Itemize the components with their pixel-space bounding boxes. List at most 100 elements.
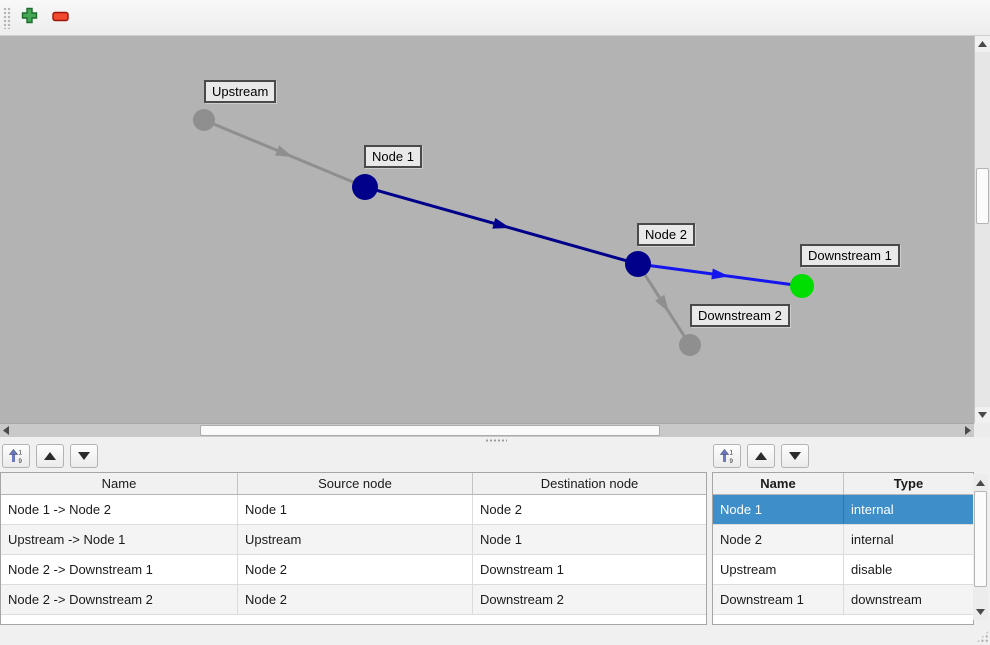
node-label[interactable]: Node 1	[364, 145, 422, 168]
graph-node[interactable]	[352, 174, 378, 200]
edge-arrow-icon	[275, 145, 293, 157]
empty-row	[713, 615, 973, 624]
table-cell[interactable]: Node 1 -> Node 2	[1, 495, 238, 524]
column-header[interactable]: Name	[1, 473, 238, 494]
remove-node-button[interactable]	[49, 8, 71, 28]
node-label[interactable]: Upstream	[204, 80, 277, 103]
table-cell[interactable]: Downstream 2	[480, 592, 564, 607]
arrow-down-icon	[976, 608, 985, 615]
edge-arrow-icon	[711, 268, 729, 280]
triangle-up-icon	[755, 452, 767, 460]
graph-horizontal-scrollbar[interactable]	[0, 423, 974, 437]
node-label[interactable]: Downstream 1	[800, 244, 900, 267]
table-row[interactable]: Upstream disable	[713, 555, 973, 585]
nodes-move-down-button[interactable]	[781, 444, 809, 468]
node-label[interactable]: Node 2	[637, 223, 695, 246]
scrollbar-thumb[interactable]	[976, 168, 989, 224]
edges-move-up-button[interactable]	[36, 444, 64, 468]
scroll-down-button[interactable]	[973, 604, 988, 619]
sort-ascending-icon: 1 9	[719, 448, 734, 464]
table-cell[interactable]: Node 1	[713, 495, 844, 524]
plus-icon	[21, 7, 38, 29]
svg-text:1: 1	[730, 450, 734, 456]
column-header[interactable]: Destination node	[540, 476, 639, 491]
table-cell[interactable]: Node 2 -> Downstream 1	[1, 555, 238, 584]
table-cell[interactable]: Node 2	[713, 525, 844, 554]
table-header-row: Name Type	[713, 473, 973, 495]
scroll-up-button[interactable]	[973, 475, 988, 490]
graph-node[interactable]	[625, 251, 651, 277]
table-cell[interactable]: Node 2 -> Downstream 2	[1, 585, 238, 614]
scroll-up-button[interactable]	[975, 36, 990, 52]
nodes-move-up-button[interactable]	[747, 444, 775, 468]
scroll-right-button[interactable]	[962, 424, 974, 437]
svg-text:1: 1	[19, 450, 23, 456]
scrollbar-corner	[974, 423, 990, 437]
edge-arrow-icon	[655, 294, 669, 313]
arrow-up-icon	[976, 479, 985, 486]
scrollbar-thumb[interactable]	[974, 491, 987, 587]
table-cell[interactable]: Upstream -> Node 1	[1, 525, 238, 554]
triangle-up-icon	[44, 452, 56, 460]
add-node-button[interactable]	[18, 7, 40, 29]
splitter-handle-icon	[485, 439, 507, 442]
table-cell[interactable]: Downstream 1	[713, 585, 844, 614]
table-cell[interactable]: Downstream 1	[480, 562, 564, 577]
triangle-down-icon	[789, 452, 801, 460]
table-cell[interactable]: internal	[851, 532, 894, 547]
scroll-left-button[interactable]	[0, 424, 12, 437]
edges-sort-button[interactable]: 1 9	[2, 444, 30, 468]
sort-ascending-icon: 1 9	[8, 448, 23, 464]
arrow-down-icon	[978, 412, 987, 418]
window-resize-grip[interactable]	[976, 630, 989, 643]
graph-canvas-svg	[193, 109, 814, 356]
table-cell[interactable]: Node 2	[238, 555, 473, 584]
toolbar-drag-handle[interactable]	[3, 7, 11, 29]
scroll-down-button[interactable]	[975, 407, 990, 423]
graph-node[interactable]	[790, 274, 814, 298]
table-cell[interactable]: disable	[851, 562, 893, 577]
arrow-right-icon	[965, 426, 971, 435]
triangle-down-icon	[78, 452, 90, 460]
graph-vertical-scrollbar[interactable]	[974, 36, 990, 423]
arrow-left-icon	[3, 426, 9, 435]
table-row[interactable]: Downstream 1 downstream	[713, 585, 973, 615]
node-label[interactable]: Downstream 2	[690, 304, 790, 327]
graph-node[interactable]	[679, 334, 701, 356]
svg-text:9: 9	[730, 459, 734, 464]
table-cell[interactable]: Node 1	[238, 495, 473, 524]
table-row[interactable]: Node 1 internal	[713, 495, 973, 525]
minus-icon	[51, 9, 69, 27]
table-cell[interactable]: Node 2	[480, 502, 522, 517]
main-toolbar	[0, 0, 990, 36]
edge-arrow-icon	[492, 218, 511, 229]
arrow-up-icon	[978, 41, 987, 47]
table-cell[interactable]: internal	[851, 502, 894, 517]
edges-move-down-button[interactable]	[70, 444, 98, 468]
table-cell[interactable]: downstream	[851, 592, 922, 607]
table-cell[interactable]: Node 1	[480, 532, 522, 547]
scrollbar-thumb[interactable]	[200, 425, 660, 436]
nodes-table-scrollbar[interactable]	[973, 474, 988, 620]
column-header[interactable]: Name	[713, 473, 844, 494]
table-cell[interactable]: Upstream	[238, 525, 473, 554]
table-row[interactable]: Node 2 internal	[713, 525, 973, 555]
graph-node[interactable]	[193, 109, 215, 131]
panel-splitter[interactable]	[0, 437, 990, 443]
table-cell[interactable]: Node 2	[238, 585, 473, 614]
column-header[interactable]: Type	[893, 476, 924, 491]
column-header[interactable]: Source node	[238, 473, 473, 494]
table-cell[interactable]: Upstream	[713, 555, 844, 584]
empty-row	[1, 615, 706, 624]
nodes-sort-button[interactable]: 1 9	[713, 444, 741, 468]
